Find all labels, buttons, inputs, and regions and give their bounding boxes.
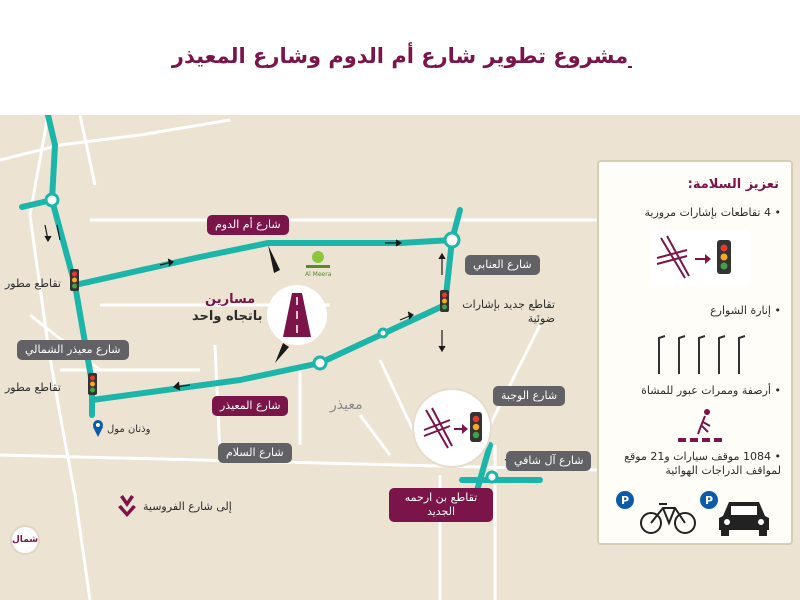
bicycle-parking-icon: P — [616, 491, 696, 534]
road-label-al-salam: شارع السلام — [218, 443, 292, 463]
pin-icon — [93, 420, 103, 437]
safety-title: تعزيز السلامة: — [687, 177, 779, 192]
traffic-light-icon — [440, 290, 449, 312]
intersection-label-2: تقاطع مطور — [5, 381, 61, 394]
safety-item-lighting: إنارة الشوارع — [606, 304, 781, 318]
mall-label: وذنان مول — [107, 424, 151, 435]
signalized-intersection-badge — [414, 390, 490, 466]
safety-item-parking: 1084 موقف سيارات و21 موقع لمواقف الدراجا… — [606, 450, 781, 478]
intersection-signal-icon — [656, 235, 731, 279]
north-compass: شمال — [10, 525, 40, 555]
new-signals-label: تقاطع جديد بإشارات ضوئية — [462, 298, 555, 325]
road-label-al-anabi: شارع العنابي — [465, 255, 540, 275]
road-label-bin-arhama: تقاطع بن ارحمه الجديد — [389, 488, 493, 522]
area-label: معيذر — [330, 397, 363, 413]
road-label-al-shafi: شارع آل شافي — [506, 451, 592, 471]
page-title: مشروع تطوير شارع أم الدوم وشارع المعيذر — [171, 44, 629, 68]
intersection-label-1: تقاطع مطور — [5, 277, 61, 290]
road-label-north-muaither: شارع معيذر الشمالي — [17, 340, 129, 360]
furousiya-logo-icon — [118, 495, 136, 517]
furousiya-label: إلى شارع الفروسية — [143, 500, 232, 513]
road-label-umm-al-dom: شارع أم الدوم — [207, 215, 289, 235]
svg-text:P: P — [705, 494, 713, 507]
signals-icon-box — [651, 230, 751, 286]
store-logo-icon — [306, 251, 330, 268]
intersection-signal-icon — [423, 407, 482, 449]
road-label-al-muaither: شارع المعيذر — [212, 396, 289, 416]
one-way-label-1: مسارين — [205, 292, 256, 307]
safety-item-signals: 4 تقاطعات بإشارات مرورية — [606, 206, 781, 220]
street-light-icon — [658, 335, 746, 374]
one-way-label-2: باتجاه واحد — [192, 309, 263, 324]
title-mark — [628, 66, 632, 68]
safety-item-sidewalks: أرصفة وممرات عبور للمشاة — [606, 384, 781, 398]
car-parking-icon: P — [700, 491, 769, 536]
traffic-light-icon — [70, 269, 79, 291]
pedestrian-crossing-icon — [678, 409, 722, 442]
traffic-light-icon — [88, 373, 97, 395]
parking-icons: P P — [616, 491, 769, 536]
safety-panel: تعزيز السلامة: 4 تقاطعات بإشارات مرورية … — [597, 160, 793, 545]
store-logo-text: Al Meera — [305, 271, 332, 278]
svg-text:P: P — [621, 494, 629, 507]
one-way-road-icon — [267, 285, 327, 345]
map-roads — [0, 115, 601, 600]
road-label-al-wajba: شارع الوجبة — [493, 386, 566, 406]
